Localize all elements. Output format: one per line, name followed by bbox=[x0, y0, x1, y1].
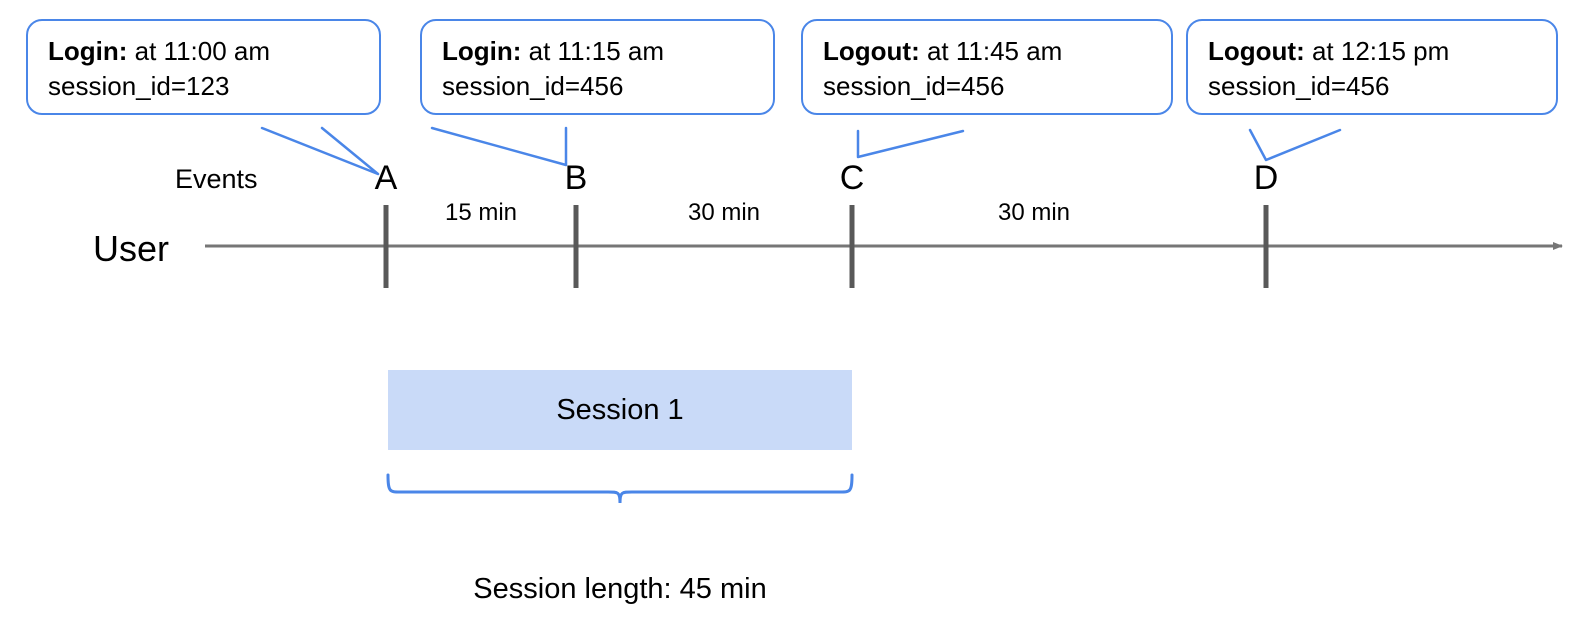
callout-tail-a bbox=[260, 126, 380, 176]
session-brace bbox=[386, 473, 854, 504]
gap-label-b-c: 30 min bbox=[687, 199, 761, 226]
callout-a-session-id: session_id=123 bbox=[48, 70, 230, 101]
callout-d-line1: Logout: at 12:15 pm bbox=[1208, 34, 1536, 69]
callout-c-event-type: Logout: bbox=[823, 36, 920, 66]
gap-label-a-b: 15 min bbox=[444, 199, 518, 226]
event-label-a: A bbox=[374, 159, 398, 197]
callout-tail-d bbox=[1248, 128, 1342, 162]
callout-c-line1: Logout: at 11:45 am bbox=[823, 34, 1151, 69]
callout-d-event-type: Logout: bbox=[1208, 36, 1305, 66]
callout-b: Login: at 11:15 am session_id=456 bbox=[420, 19, 775, 116]
event-label-c: C bbox=[839, 159, 865, 197]
session-bar-label: Session 1 bbox=[556, 393, 684, 426]
callout-a-line1: Login: at 11:00 am bbox=[48, 34, 359, 69]
event-label-b: B bbox=[564, 159, 588, 197]
callout-d: Logout: at 12:15 pm session_id=456 bbox=[1186, 19, 1558, 116]
callout-b-event-type: Login: bbox=[442, 36, 522, 66]
callout-tail-c bbox=[856, 129, 965, 159]
events-row-label: Events bbox=[175, 164, 258, 194]
callout-a-event-type: Login: bbox=[48, 36, 128, 66]
callout-a-time: at 11:00 am bbox=[127, 36, 271, 66]
callout-c: Logout: at 11:45 am session_id=456 bbox=[801, 19, 1173, 116]
callout-a: Login: at 11:00 am session_id=123 bbox=[26, 19, 381, 116]
session-length-caption: Session length: 45 min bbox=[473, 573, 767, 605]
callout-b-time: at 11:15 am bbox=[521, 36, 665, 66]
event-label-d: D bbox=[1253, 159, 1279, 197]
callout-c-session-id: session_id=456 bbox=[823, 70, 1005, 101]
session-bar: Session 1 bbox=[388, 370, 852, 450]
user-row-label: User bbox=[93, 228, 170, 269]
callout-b-line1: Login: at 11:15 am bbox=[442, 34, 753, 69]
callout-b-session-id: session_id=456 bbox=[442, 70, 624, 101]
callout-d-time: at 12:15 pm bbox=[1304, 36, 1450, 66]
callout-tail-b bbox=[430, 126, 568, 167]
callout-d-session-id: session_id=456 bbox=[1208, 70, 1390, 101]
callout-c-time: at 11:45 am bbox=[919, 36, 1063, 66]
gap-label-c-d: 30 min bbox=[997, 199, 1071, 226]
